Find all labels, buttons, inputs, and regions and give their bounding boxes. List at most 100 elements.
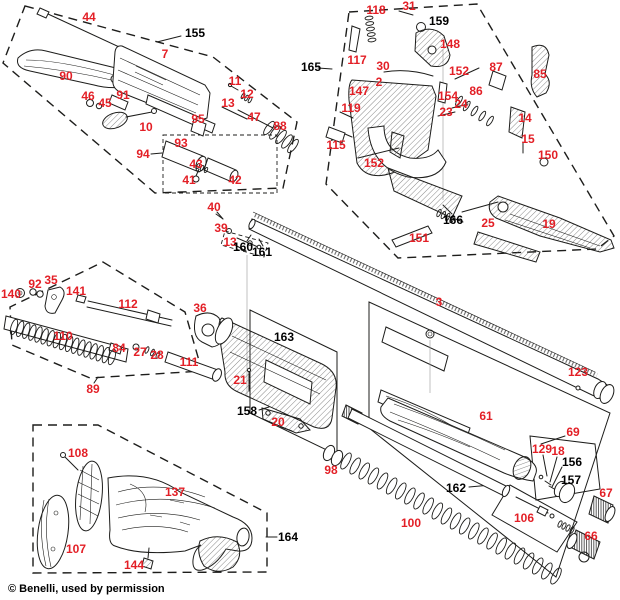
part-label-98: 98: [324, 463, 338, 477]
plunger-166: [452, 217, 464, 223]
bead-161: [256, 244, 262, 250]
pin-152b: [357, 147, 400, 159]
part-label-148: 148: [439, 37, 461, 51]
magazine-assembly: [322, 389, 616, 563]
part-label-25: 25: [481, 216, 495, 230]
part-label-3: 3: [435, 295, 443, 309]
part-label-67: 67: [599, 486, 613, 500]
part-label-166: 166: [442, 213, 464, 227]
part-label-154: 154: [437, 89, 459, 103]
spring-28: [144, 346, 161, 359]
recoil-pad-107: [36, 494, 70, 570]
pin-18: [544, 480, 552, 486]
washer-92a: [29, 288, 37, 296]
bolt-group-outline: [9, 261, 203, 379]
part-label-147: 147: [348, 84, 370, 98]
part-label-165: 165: [300, 60, 322, 74]
bushing-46: [86, 99, 94, 107]
gas-valve-95: [190, 118, 207, 137]
pin-23: [437, 111, 456, 117]
part-label-19: 19: [542, 217, 556, 231]
muzzle: [248, 218, 256, 230]
part-label-36: 36: [193, 301, 207, 315]
part-label-69: 69: [566, 425, 580, 439]
part-label-159: 159: [428, 14, 450, 28]
part-label-152: 152: [448, 64, 470, 78]
link-rod-44: [47, 13, 131, 53]
part-label-39: 39: [214, 221, 228, 235]
barrel-hanger-box: [381, 326, 449, 372]
part-label-7: 7: [161, 47, 169, 61]
part-label-129: 129: [531, 442, 553, 456]
pin-129: [538, 474, 544, 480]
part-label-91: 91: [116, 88, 130, 102]
part-label-11: 11: [228, 74, 242, 88]
lever-pad-10: [102, 111, 128, 130]
part-label-41: 41: [182, 173, 196, 187]
link-tip-141: [75, 294, 87, 304]
nut-140: [15, 288, 25, 298]
grip-cap: [198, 536, 241, 572]
part-label-24: 24: [454, 97, 468, 111]
part-label-28: 28: [150, 348, 164, 362]
part-label-162: 162: [445, 481, 467, 495]
pin-31: [398, 10, 414, 16]
disconnector-14: [508, 106, 526, 139]
copyright-text: © Benelli, used by permission: [8, 583, 165, 595]
bead-160: [247, 240, 253, 246]
spring-12: [240, 92, 253, 104]
spring-166: [436, 208, 455, 224]
spring-43: [195, 162, 209, 174]
pin-119: [339, 111, 354, 119]
part-label-13: 13: [221, 96, 235, 110]
part-label-137: 137: [164, 485, 186, 499]
part-label-156: 156: [561, 455, 583, 469]
part-label-110: 110: [53, 329, 73, 343]
washer-92b: [36, 290, 44, 298]
part-label-18: 18: [551, 444, 565, 458]
part-label-106: 106: [513, 511, 535, 525]
part-label-140: 140: [0, 287, 22, 301]
part-label-15: 15: [521, 132, 535, 146]
part-label-150: 150: [537, 148, 559, 162]
sight-bead-box-outline: [220, 230, 269, 258]
part-label-112: 112: [118, 297, 138, 311]
link-collar: [145, 309, 161, 324]
recoil-spring-110: [9, 318, 117, 366]
lever-35: [44, 286, 65, 314]
part-label-45: 45: [98, 96, 112, 110]
pin-40: [215, 213, 224, 220]
pin-154: [437, 81, 448, 104]
gas-valve-box-outline: [162, 134, 278, 194]
forend-assembly: [17, 7, 274, 183]
stock-group-outline: [32, 424, 268, 574]
part-label-31: 31: [402, 0, 416, 13]
part-label-61: 61: [479, 409, 493, 423]
sling-loop: [578, 551, 590, 563]
part-label-88: 88: [273, 119, 287, 133]
spring-wire-30: [383, 70, 434, 77]
spring-118: [364, 15, 377, 43]
part-label-93: 93: [174, 136, 188, 150]
firing-pin-25: [461, 201, 499, 213]
barrel-box: [368, 301, 611, 578]
part-label-95: 95: [191, 112, 205, 126]
part-label-44: 44: [82, 10, 96, 24]
part-label-47: 47: [247, 110, 261, 124]
pin-11: [230, 85, 239, 91]
bead-123: [575, 385, 581, 391]
pin-151: [391, 225, 433, 248]
plunger-115: [325, 126, 346, 144]
ring-27: [132, 343, 140, 351]
latch-85: [530, 44, 550, 98]
part-label-155: 155: [184, 26, 206, 40]
receiver-front-face: [214, 317, 234, 345]
part-label-151: 151: [408, 231, 430, 245]
part-label-89: 89: [86, 382, 100, 396]
part-label-152: 152: [363, 156, 385, 170]
part-label-86: 86: [469, 84, 483, 98]
sear-housing: [387, 167, 463, 219]
part-label-141: 141: [65, 284, 87, 298]
